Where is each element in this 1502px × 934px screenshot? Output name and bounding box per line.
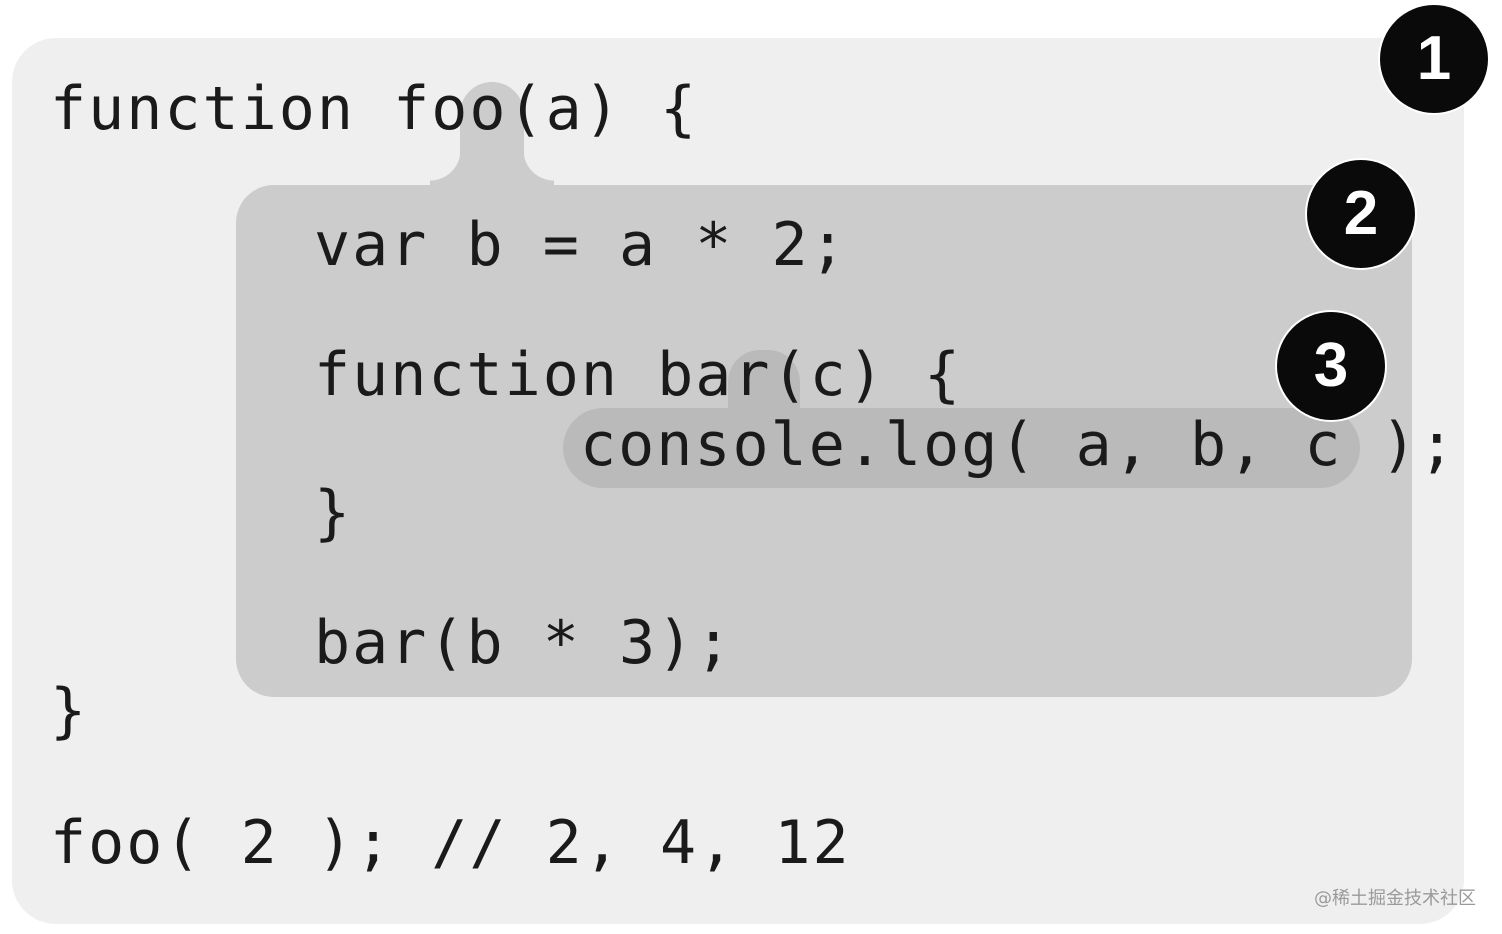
scope-badge-2: 2 xyxy=(1307,160,1415,268)
param-a-bubble-tab xyxy=(460,82,524,190)
code-line-function-bar: function bar(c) { xyxy=(314,340,963,410)
param-c-bubble-tab xyxy=(728,350,800,412)
scope-bubble-3 xyxy=(563,408,1360,488)
param-a-tab-flare-right xyxy=(524,150,554,186)
code-line-console-log: console.log( a, b, c ); xyxy=(580,410,1457,480)
code-line-close-foo: } xyxy=(50,676,89,746)
watermark: @稀土掘金技术社区 xyxy=(1314,888,1476,909)
param-a-tab-flare-left xyxy=(430,150,460,186)
code-line-call-bar: bar(b * 3); xyxy=(314,608,734,678)
code-line-function-foo: function foo(a) { xyxy=(50,74,699,144)
code-line-var-b: var b = a * 2; xyxy=(314,210,848,280)
scope-badge-3: 3 xyxy=(1277,312,1385,420)
code-line-close-bar: } xyxy=(314,478,353,548)
code-line-call-foo: foo( 2 ); // 2, 4, 12 xyxy=(50,808,851,878)
scope-badge-1: 1 xyxy=(1380,5,1488,113)
